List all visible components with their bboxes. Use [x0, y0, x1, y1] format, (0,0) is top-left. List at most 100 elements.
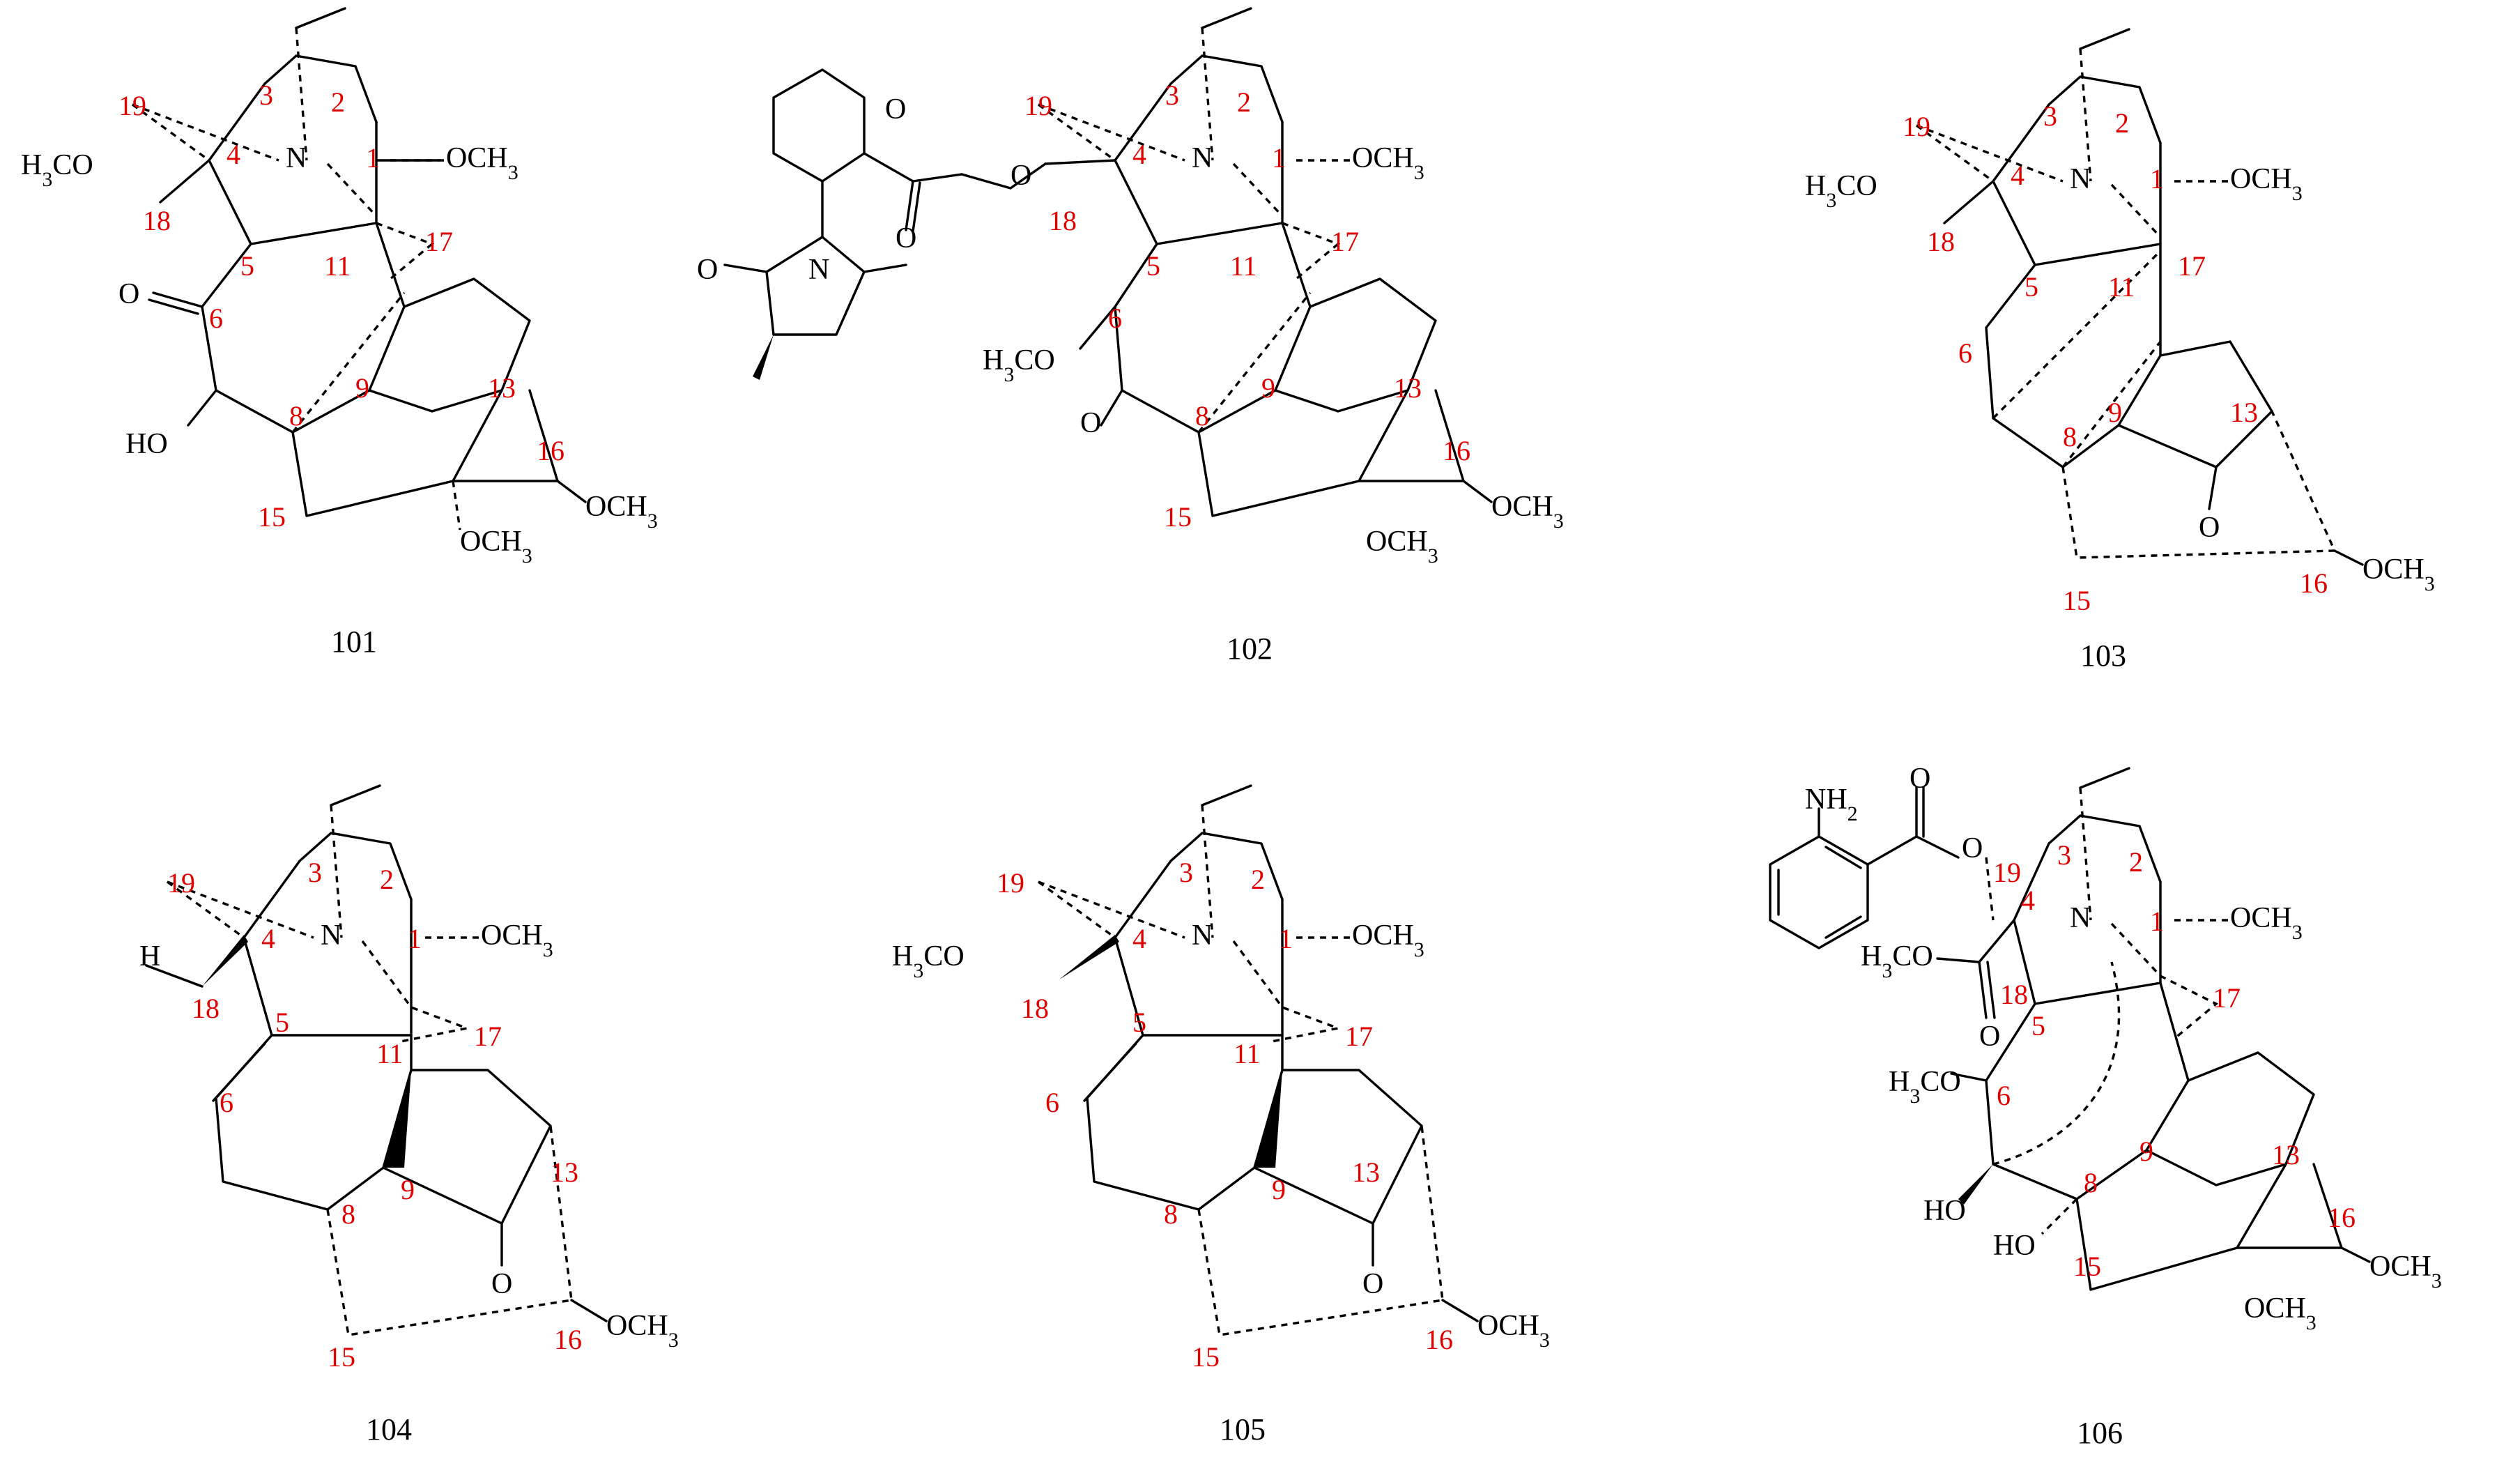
compound-104: N H OCH3 O OCH3 19 3 2 4 1 18 5 11 17 6 … — [139, 784, 679, 1447]
atom-number-9: 9 — [1272, 1174, 1286, 1205]
atom-number-19: 19 — [997, 867, 1024, 899]
ester-carbonyl-oxygen: O — [1910, 763, 1930, 795]
hydroxy-group-8: HO — [1993, 1230, 2036, 1262]
atom-number-9: 9 — [1261, 372, 1275, 404]
atom-number-2: 2 — [2115, 107, 2129, 139]
atom-number-13: 13 — [551, 1157, 578, 1188]
ketone-oxygen: O — [1362, 1268, 1383, 1300]
nitrogen-atom: N — [286, 142, 307, 174]
methoxy-group-16: OCH3 — [1477, 1310, 1550, 1352]
methoxy-group-18: H3CO — [1805, 170, 1877, 212]
atom-number-13: 13 — [2230, 397, 2258, 428]
atom-number-1: 1 — [408, 923, 422, 954]
atom-number-17: 17 — [1331, 226, 1359, 257]
atom-number-4: 4 — [1132, 923, 1146, 954]
methoxy-group-16: OCH3 — [606, 1310, 679, 1352]
atom-number-15: 15 — [2073, 1251, 2101, 1282]
ester-oxygen: O — [1962, 832, 1983, 864]
atom-number-8: 8 — [2063, 421, 2077, 452]
atom-number-3: 3 — [259, 79, 273, 111]
atom-number-8: 8 — [289, 400, 303, 432]
atom-number-2: 2 — [1237, 86, 1251, 118]
atom-number-4: 4 — [226, 139, 240, 170]
atom-number-1: 1 — [366, 142, 380, 174]
atom-number-19: 19 — [1993, 857, 2021, 888]
methoxy-group-16: OCH3 — [1491, 491, 1564, 533]
methoxy-group-18: H3CO — [21, 149, 93, 191]
atom-number-4: 4 — [2011, 160, 2025, 191]
atom-number-15: 15 — [1164, 501, 1192, 533]
nitrogen-atom: N — [1192, 142, 1213, 174]
atom-number-2: 2 — [331, 86, 345, 118]
atom-number-18: 18 — [1021, 993, 1049, 1024]
methoxy-group-14: OCH3 — [2244, 1292, 2317, 1334]
atom-number-6: 6 — [1045, 1087, 1059, 1118]
atom-number-9: 9 — [2139, 1136, 2153, 1167]
atom-number-16: 16 — [554, 1324, 582, 1355]
methoxy-group-14: OCH3 — [1366, 526, 1438, 567]
atom-number-5: 5 — [2031, 1010, 2045, 1041]
atom-number-16: 16 — [1425, 1324, 1453, 1355]
ketone-oxygen-6: O — [118, 278, 139, 310]
atom-number-16: 16 — [2300, 567, 2328, 599]
hydrogen-atom-18: H — [139, 940, 160, 972]
atom-number-11: 11 — [1234, 1038, 1261, 1069]
compound-label: 105 — [1220, 1412, 1266, 1447]
methoxy-group-1: OCH3 — [1352, 142, 1424, 184]
atom-number-13: 13 — [1394, 372, 1422, 404]
amino-group: NH2 — [1805, 784, 1858, 825]
atom-number-3: 3 — [2043, 100, 2057, 132]
atom-number-17: 17 — [474, 1021, 502, 1052]
atom-number-6: 6 — [1958, 337, 1972, 369]
atom-number-19: 19 — [167, 867, 195, 899]
atom-number-1: 1 — [1272, 142, 1286, 174]
atom-number-16: 16 — [1443, 435, 1470, 466]
atom-number-16: 16 — [2328, 1202, 2356, 1233]
methoxy-group-1: OCH3 — [1352, 919, 1424, 961]
atom-number-13: 13 — [488, 372, 516, 404]
atom-number-18: 18 — [1927, 226, 1955, 257]
atom-number-15: 15 — [328, 1341, 355, 1373]
compound-label: 102 — [1227, 632, 1273, 666]
atom-number-15: 15 — [258, 501, 286, 533]
atom-number-15: 15 — [2063, 585, 2091, 616]
atom-number-5: 5 — [2025, 271, 2038, 303]
ester-oxygen: O — [1011, 160, 1031, 192]
atom-number-8: 8 — [1164, 1198, 1178, 1230]
atom-number-16: 16 — [537, 435, 564, 466]
atom-number-5: 5 — [240, 250, 254, 282]
atom-number-17: 17 — [425, 226, 453, 257]
atom-number-11: 11 — [376, 1038, 404, 1069]
atom-number-18: 18 — [192, 993, 220, 1024]
imide-oxygen-1: O — [885, 93, 906, 125]
atom-number-3: 3 — [2057, 839, 2071, 871]
atom-number-5: 5 — [1146, 250, 1160, 282]
imide-nitrogen: N — [808, 254, 829, 286]
atom-number-19: 19 — [118, 90, 146, 121]
atom-number-6: 6 — [1997, 1080, 2011, 1111]
atom-number-5: 5 — [1132, 1007, 1146, 1038]
hydroxy-group-7: HO — [1923, 1195, 1966, 1227]
atom-number-8: 8 — [2084, 1167, 2098, 1198]
ketone-oxygen: O — [491, 1268, 512, 1300]
methoxy-group-1: OCH3 — [2230, 902, 2303, 944]
atom-number-13: 13 — [1352, 1157, 1380, 1188]
atom-number-11: 11 — [1230, 250, 1257, 282]
methoxy-group-1: OCH3 — [2230, 163, 2303, 205]
compound-label: 104 — [366, 1412, 412, 1447]
atom-number-18: 18 — [2000, 979, 2028, 1010]
atom-number-4: 4 — [2021, 885, 2035, 916]
atom-number-6: 6 — [1108, 303, 1122, 334]
methoxy-group-ester: H3CO — [1861, 940, 1933, 982]
atom-number-18: 18 — [143, 205, 171, 236]
atom-number-5: 5 — [275, 1007, 289, 1038]
methoxy-group-6: H3CO — [983, 344, 1055, 386]
atom-number-2: 2 — [380, 864, 394, 895]
atom-number-19: 19 — [1024, 90, 1052, 121]
nitrogen-atom: N — [1192, 919, 1213, 952]
methoxy-group-14: OCH3 — [460, 526, 532, 567]
compound-label: 103 — [2080, 639, 2126, 673]
compound-102: O O N O O N OCH3 H3CO O OCH3 OCH3 19 3 2… — [697, 7, 1564, 666]
atom-number-11: 11 — [324, 250, 351, 282]
